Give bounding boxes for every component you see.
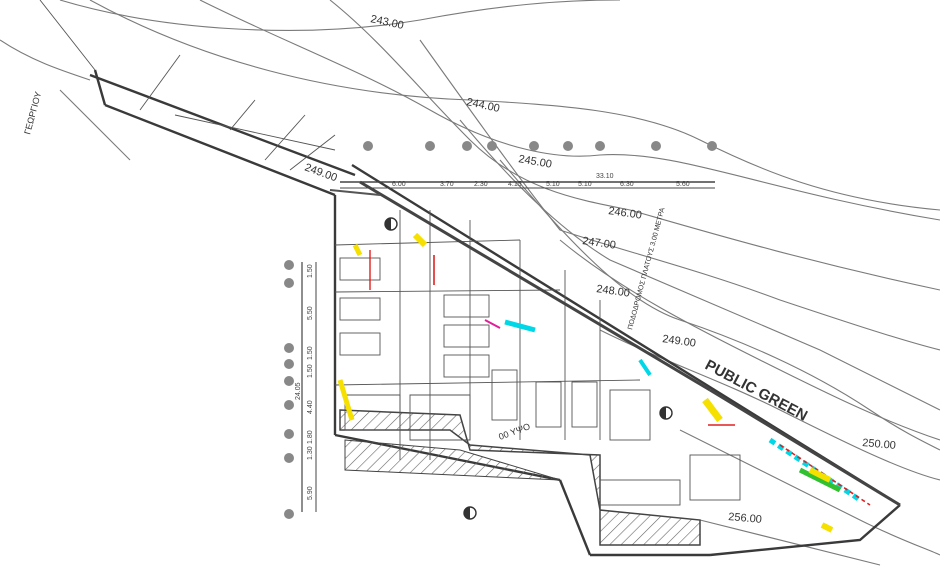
dim-text: 6.30 [620,181,634,188]
contour-label: 248.00 [596,283,631,300]
dim-text: 33.10 [596,173,614,180]
dim-text: 4.40 [307,400,314,414]
dim-text: 1.50 [307,364,314,378]
dim-text: 24.05 [295,382,302,400]
section-markers [384,217,673,520]
dim-text: 4.15 [508,181,522,188]
street-label: ΓΕΩΡΓΙΟΥ [22,91,43,136]
dim-text: 2.30 [474,181,488,188]
left-dimension-line [284,260,317,519]
dim-text: 5.60 [676,181,690,188]
contour-label: 246.00 [608,205,643,222]
dim-text: 5.50 [307,306,314,320]
dim-text: 5.10 [546,181,560,188]
contour-label: 249.00 [662,333,697,350]
road-edge [329,180,901,507]
dim-text: 5.90 [307,486,314,500]
top-dimension-line [340,141,717,189]
contour-label: 256.00 [728,511,763,526]
contour-label: 249.00 [303,162,339,185]
contour-label: 243.00 [369,13,404,32]
color-markup [337,232,871,533]
level-label: 00 ΥΨΟ [497,421,531,442]
contour-label: 250.00 [862,437,897,452]
dim-text: 1.80 [307,430,314,444]
dim-text: 3.70 [440,181,454,188]
hatched-terrace [339,409,701,546]
left-dimension-texts: 1.50 5.50 1.50 1.50 24.05 4.40 1.80 1.30… [295,264,314,500]
top-dimension-texts: 33.10 6.00 3.70 2.30 4.15 5.10 5.10 6.30… [392,173,690,188]
dim-text: 5.10 [578,181,592,188]
parking-layout [334,210,741,506]
dim-text: 6.00 [392,181,406,188]
dim-text: 1.30 [307,446,314,460]
contour-label: 245.00 [517,153,552,171]
contour-label: 244.00 [465,96,500,115]
contour-label: 247.00 [582,235,617,252]
dim-text: 1.50 [307,264,314,278]
dim-text: 1.50 [307,346,314,360]
